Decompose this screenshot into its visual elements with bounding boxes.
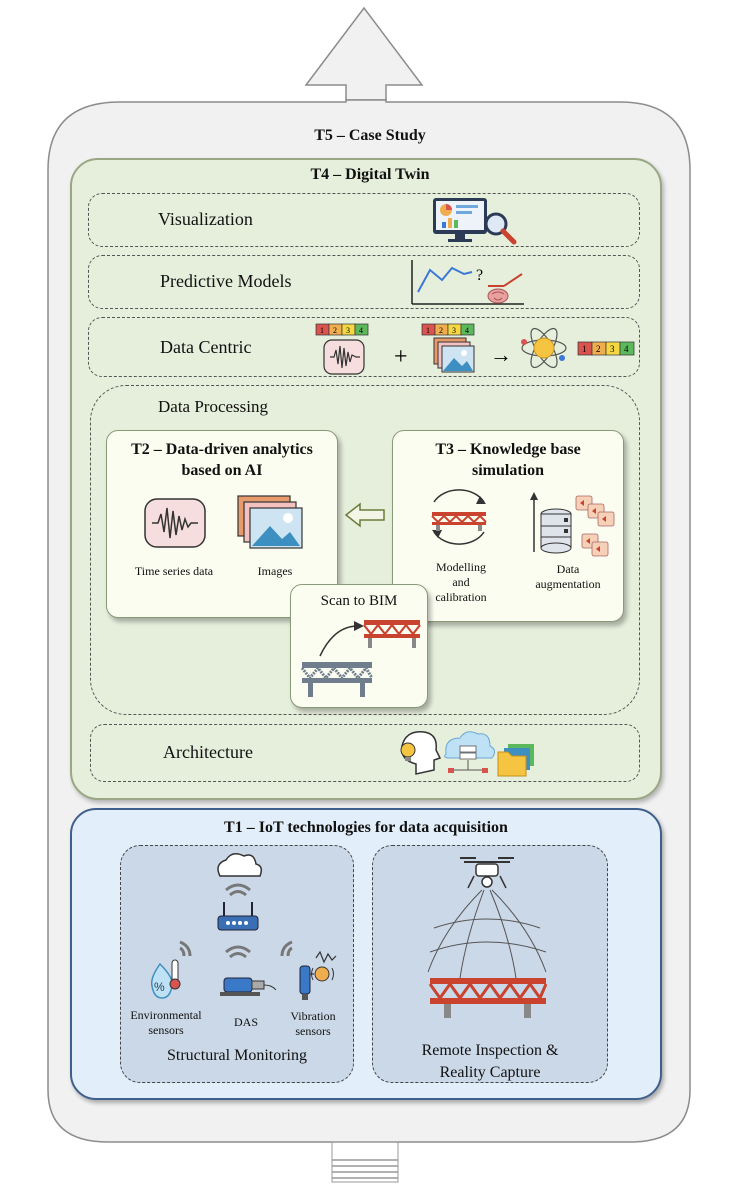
plus-sign: + (394, 344, 408, 370)
remote-inspection-diagram (427, 857, 548, 1018)
svg-text:4: 4 (359, 326, 363, 335)
left-arrow-icon (344, 502, 385, 528)
svg-text:4: 4 (624, 344, 629, 354)
cloud-icon (217, 853, 263, 877)
folder-icon (497, 744, 534, 777)
svg-text:1: 1 (426, 326, 430, 335)
t3-title-line2: simulation (471, 462, 544, 479)
wifi-icon (179, 940, 293, 959)
trend-chart-icon: ? (411, 260, 524, 305)
percent-sign: % (154, 980, 165, 994)
data-augmentation-icon (530, 492, 615, 557)
scan-to-bim-illustration (300, 620, 421, 697)
architecture-row (90, 724, 640, 782)
t4-title: T4 – Digital Twin (310, 166, 430, 183)
t2-title-line1: T2 – Data-driven analytics (131, 441, 313, 458)
predictive-models-row (88, 255, 640, 309)
database-icon (540, 508, 572, 554)
structural-monitoring-diagram: % (150, 853, 337, 1000)
dashboard-monitor-icon (433, 198, 517, 245)
bridge-icon (363, 620, 421, 648)
t1-title: T1 – IoT technologies for data acquisiti… (224, 819, 508, 836)
quality-scale-2: 1 2 3 4 (421, 323, 475, 336)
brain-icon (487, 288, 509, 304)
quality-scale-3: 1 2 3 4 (577, 341, 635, 356)
atom-icon (521, 327, 567, 369)
cloud-server-icon (444, 731, 496, 773)
question-mark: ? (476, 267, 483, 284)
visualization-row (88, 193, 640, 247)
lightbulb-head-icon (400, 731, 442, 775)
audio-files-icon (575, 495, 615, 557)
architecture-label: Architecture (163, 742, 253, 762)
t5-title: T5 – Case Study (314, 127, 426, 144)
bridge-icon (431, 512, 487, 531)
data-processing-label: Data Processing (158, 397, 269, 416)
architecture-icons (400, 731, 534, 777)
t3-title-line1: T3 – Knowledge base (435, 441, 581, 458)
flow-arrow: → (490, 342, 512, 367)
data-centric-label: Data Centric (160, 337, 252, 357)
quality-scale-1: 1 2 3 4 (315, 323, 369, 336)
visualization-label: Visualization (158, 209, 253, 229)
bridge-icon (428, 978, 548, 1018)
svg-text:1: 1 (582, 344, 587, 354)
svg-text:4: 4 (465, 326, 469, 335)
svg-text:3: 3 (346, 326, 350, 335)
das-label: DAS (233, 1015, 258, 1029)
modelling-cycle-icon (431, 489, 487, 545)
wifi-icon (225, 883, 251, 897)
das-sensor-icon (220, 977, 277, 996)
waveform-icon (144, 498, 206, 548)
svg-text:3: 3 (452, 326, 456, 335)
accelerometer-icon (299, 950, 337, 1000)
point-cloud-bridge-icon (300, 662, 374, 697)
data-processing-area (90, 385, 640, 715)
predictive-models-label: Predictive Models (160, 271, 292, 291)
router-icon (217, 902, 259, 931)
svg-text:1: 1 (320, 326, 324, 335)
image-stack-icon (433, 337, 475, 373)
svg-text:2: 2 (333, 326, 337, 335)
data-centric-row (88, 317, 640, 377)
svg-text:2: 2 (439, 326, 443, 335)
image-stack-icon (237, 495, 303, 549)
t3-card (392, 430, 624, 622)
waveform-icon (323, 339, 365, 375)
structural-monitoring-label: Structural Monitoring (167, 1047, 307, 1064)
humidity-thermometer-icon: % (150, 959, 181, 999)
scan-to-bim-label: Scan to BIM (320, 593, 398, 609)
t2-title-line2: based on AI (181, 462, 263, 479)
data-centric-flow: 1 2 3 4 + 1 2 3 4 → 1 2 (315, 323, 635, 375)
svg-text:3: 3 (610, 344, 615, 354)
drone-icon (460, 857, 514, 889)
time-series-label: Time series data (134, 564, 214, 578)
svg-text:2: 2 (596, 344, 601, 354)
images-label: Images (257, 564, 293, 578)
remote-inspection-label: Remote Inspection &Reality Capture (421, 1042, 559, 1081)
